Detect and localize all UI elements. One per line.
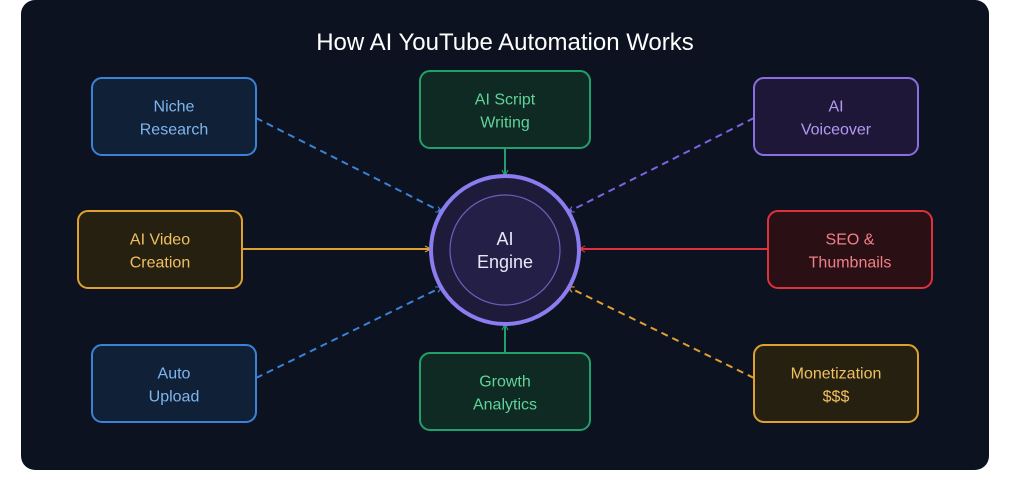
node-box-growth-analytics (419, 352, 591, 431)
edges-layer (242, 117, 768, 379)
node-label-niche-research-line-1: Niche (154, 99, 195, 116)
node-label-niche-research-line-2: Research (140, 122, 208, 139)
node-label-ai-voiceover-line-2: Voiceover (801, 122, 872, 139)
node-label-auto-upload-line-1: Auto (158, 366, 191, 383)
node-label-growth-analytics-line-2: Analytics (473, 397, 537, 414)
node-label-ai-voiceover-line-1: AI (828, 99, 843, 116)
node-label-monetization-line-1: Monetization (791, 366, 882, 383)
node-label-ai-script-writing-line-2: Writing (480, 115, 530, 132)
edge-auto-upload-to-hub (255, 286, 443, 379)
node-monetization: Monetization $$$ (753, 344, 919, 423)
node-box-ai-voiceover (753, 77, 919, 156)
hub-label-line-1: AI (496, 229, 513, 249)
node-box-seo-thumbnails (767, 210, 933, 289)
node-label-seo-thumbnails-line-2: Thumbnails (809, 255, 892, 272)
node-label-ai-script-writing-line-1: AI Script (475, 92, 536, 109)
node-label-seo-thumbnails-line-1: SEO & (826, 232, 875, 249)
node-seo-thumbnails: SEO & Thumbnails (767, 210, 933, 289)
node-ai-voiceover: AI Voiceover (753, 77, 919, 156)
node-label-growth-analytics-line-1: Growth (479, 374, 531, 391)
edge-niche-research-to-hub (255, 117, 443, 213)
hub-ai-engine: AI Engine (429, 174, 581, 326)
node-label-auto-upload-line-2: Upload (149, 389, 200, 406)
edge-ai-voiceover-to-hub (567, 117, 755, 213)
diagram-title: How AI YouTube Automation Works (316, 29, 694, 56)
node-box-monetization (753, 344, 919, 423)
edge-monetization-to-hub (567, 286, 755, 379)
hub-label-line-2: Engine (477, 252, 533, 272)
node-box-auto-upload (91, 344, 257, 423)
node-box-ai-script-writing (419, 70, 591, 149)
node-label-monetization-line-2: $$$ (823, 389, 850, 406)
node-box-niche-research (91, 77, 257, 156)
node-box-ai-video-creation (77, 210, 243, 289)
node-label-ai-video-creation-line-2: Creation (130, 255, 190, 272)
node-label-ai-video-creation-line-1: AI Video (130, 232, 190, 249)
hub-inner-ring (449, 194, 561, 306)
